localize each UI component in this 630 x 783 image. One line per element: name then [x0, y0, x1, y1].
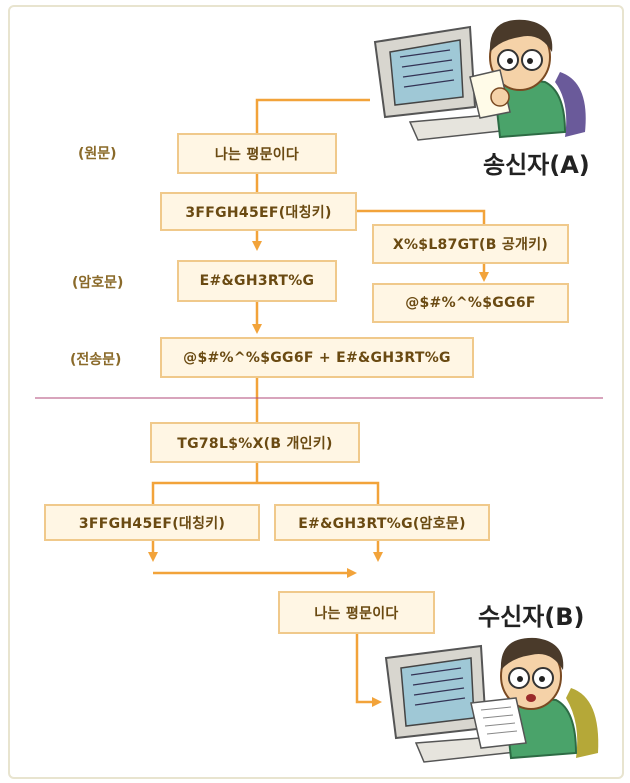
ciphertext-label: (암호문) — [72, 275, 124, 291]
receiver-illustration — [384, 637, 599, 763]
plaintext-box: 나는 평문이다 — [177, 133, 337, 174]
transmitted-label: (전송문) — [70, 352, 122, 368]
sender-to-plain-line — [255, 98, 370, 133]
b-private-key-box: TG78L$%X(B 개인키) — [150, 422, 360, 463]
split-left-line — [151, 481, 380, 504]
plaintext-label: (원문) — [78, 146, 117, 162]
symmetric-key-bottom-box: 3FFGH45EF(대칭키) — [44, 504, 260, 541]
sender-illustration — [373, 19, 586, 141]
key-to-pubkey-line — [357, 209, 486, 224]
encrypted-key-box: @$#%^%$GG6F — [372, 283, 569, 323]
symmetric-key-box: 3FFGH45EF(대칭키) — [160, 192, 357, 231]
receiver-title: 수신자(B) — [478, 603, 585, 631]
plaintext-bottom-box: 나는 평문이다 — [278, 591, 435, 634]
sender-title: 송신자(A) — [483, 151, 590, 179]
b-public-key-box: X%$L87GT(B 공개키) — [372, 224, 569, 264]
ciphertext-bottom-box: E#&GH3RT%G(암호문) — [274, 504, 490, 541]
ciphertext-box: E#&GH3RT%G — [177, 260, 337, 302]
transmission-box: @$#%^%$GG6F + E#&GH3RT%G — [160, 337, 474, 378]
plain-to-receiver-line — [355, 634, 382, 707]
